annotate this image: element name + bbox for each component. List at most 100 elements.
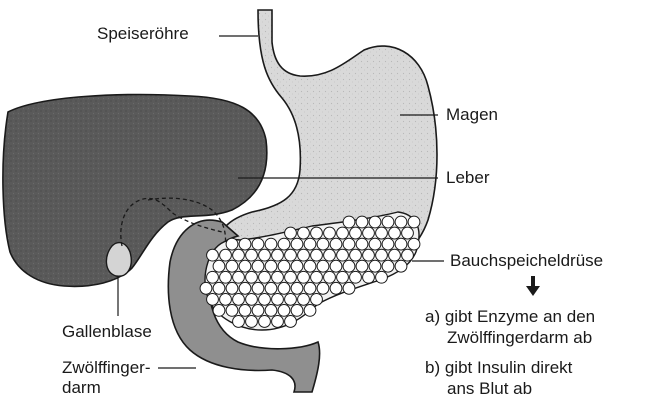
- pancreas-lobule: [330, 282, 342, 294]
- pancreas-lobule: [382, 260, 394, 272]
- pancreas-lobule: [330, 260, 342, 272]
- pancreas-lobule: [389, 249, 401, 261]
- pancreas-lobule: [226, 282, 238, 294]
- pancreas-lobule: [402, 249, 414, 261]
- pancreas-lobule: [311, 249, 323, 261]
- pancreas-lobule: [402, 227, 414, 239]
- pancreas-lobule: [285, 249, 297, 261]
- pancreas-lobule: [220, 249, 232, 261]
- pancreas-lobule: [376, 249, 388, 261]
- pancreas-lobule: [311, 293, 323, 305]
- pancreas-lobule: [369, 260, 381, 272]
- function-b-line2: ans Blut ab: [447, 379, 532, 398]
- pancreas-lobule: [233, 293, 245, 305]
- pancreas-lobule: [363, 271, 375, 283]
- pancreas-lobule: [337, 249, 349, 261]
- pancreas-lobule: [207, 271, 219, 283]
- pancreas-lobule: [317, 282, 329, 294]
- pancreas-lobule: [259, 293, 271, 305]
- pancreas-lobule: [285, 316, 297, 328]
- pancreas-lobule: [207, 293, 219, 305]
- pancreas-lobule: [304, 282, 316, 294]
- pancreas-lobule: [278, 238, 290, 250]
- pancreas-lobule: [395, 216, 407, 228]
- label-magen: Magen: [446, 105, 498, 124]
- pancreas-lobule: [298, 249, 310, 261]
- pancreas-lobule: [408, 238, 420, 250]
- pancreas-lobule: [395, 238, 407, 250]
- pancreas-lobule: [324, 271, 336, 283]
- function-b-line1: b) gibt Insulin direkt: [425, 358, 572, 377]
- pancreas-lobule: [259, 316, 271, 328]
- pancreas-lobule: [291, 282, 303, 294]
- pancreas-lobule: [265, 260, 277, 272]
- pancreas-lobule: [226, 238, 238, 250]
- pancreas-lobule: [337, 271, 349, 283]
- pancreas-lobule: [213, 260, 225, 272]
- pancreas-lobule: [337, 227, 349, 239]
- pancreas-lobule: [259, 271, 271, 283]
- pancreas-lobule: [298, 271, 310, 283]
- pancreas-lobule: [291, 238, 303, 250]
- pancreas-lobule: [369, 238, 381, 250]
- pancreas-lobule: [363, 227, 375, 239]
- pancreas-lobule: [213, 305, 225, 317]
- pancreas-lobule: [324, 249, 336, 261]
- pancreas-lobule: [220, 293, 232, 305]
- pancreas-lobule: [350, 271, 362, 283]
- pancreas-lobule: [343, 260, 355, 272]
- pancreas-lobule: [382, 216, 394, 228]
- pancreas-lobule: [252, 238, 264, 250]
- function-a-line2: Zwölffingerdarm ab: [447, 328, 592, 347]
- pancreas-lobule: [233, 249, 245, 261]
- pancreas-lobule: [395, 260, 407, 272]
- label-speiseroehre: Speiseröhre: [97, 24, 189, 43]
- pancreas-lobule: [285, 227, 297, 239]
- pancreas-lobule: [356, 216, 368, 228]
- pancreas-lobule: [239, 260, 251, 272]
- pancreas-lobule: [252, 305, 264, 317]
- pancreas-lobule: [226, 260, 238, 272]
- pancreas-lobule: [252, 282, 264, 294]
- pancreas-lobule: [304, 305, 316, 317]
- pancreas-lobule: [343, 238, 355, 250]
- pancreas-lobule: [265, 238, 277, 250]
- pancreas-lobule: [408, 216, 420, 228]
- pancreas-lobule: [356, 238, 368, 250]
- pancreas-lobule: [285, 271, 297, 283]
- pancreas-lobule: [233, 271, 245, 283]
- pancreas-lobule: [343, 216, 355, 228]
- label-leber: Leber: [446, 168, 489, 187]
- label-zwoelffingerdarm-line2: darm: [62, 378, 101, 397]
- pancreas-lobule: [376, 271, 388, 283]
- label-bauchspeicheldruese: Bauchspeicheldrüse: [450, 251, 603, 270]
- pancreas-lobule: [278, 260, 290, 272]
- pancreas-lobule: [350, 227, 362, 239]
- pancreas-lobule: [356, 260, 368, 272]
- pancreas-lobule: [207, 249, 219, 261]
- function-a-line1: a) gibt Enzyme an den: [425, 307, 595, 326]
- pancreas-lobule: [272, 316, 284, 328]
- pancreas-lobule: [304, 238, 316, 250]
- label-gallenblase: Gallenblase: [62, 322, 152, 341]
- pancreas-lobule: [382, 238, 394, 250]
- pancreas-lobule: [239, 282, 251, 294]
- pancreas-lobule: [220, 271, 232, 283]
- pancreas-lobule: [239, 305, 251, 317]
- pancreas-lobule: [298, 293, 310, 305]
- pancreas-lobule: [311, 227, 323, 239]
- pancreas-lobule: [317, 238, 329, 250]
- pancreas-lobule: [343, 282, 355, 294]
- pancreas-lobule: [376, 227, 388, 239]
- pancreas-lobule: [330, 238, 342, 250]
- pancreas-lobule: [311, 271, 323, 283]
- label-zwoelffingerdarm-line1: Zwölffinger-: [62, 358, 151, 377]
- pancreas-lobule: [265, 282, 277, 294]
- pancreas-lobule: [324, 227, 336, 239]
- pancreas-lobule: [298, 227, 310, 239]
- pancreas-lobule: [389, 227, 401, 239]
- pancreas-lobule: [239, 238, 251, 250]
- pancreas-lobule: [265, 305, 277, 317]
- pancreas-lobule: [272, 271, 284, 283]
